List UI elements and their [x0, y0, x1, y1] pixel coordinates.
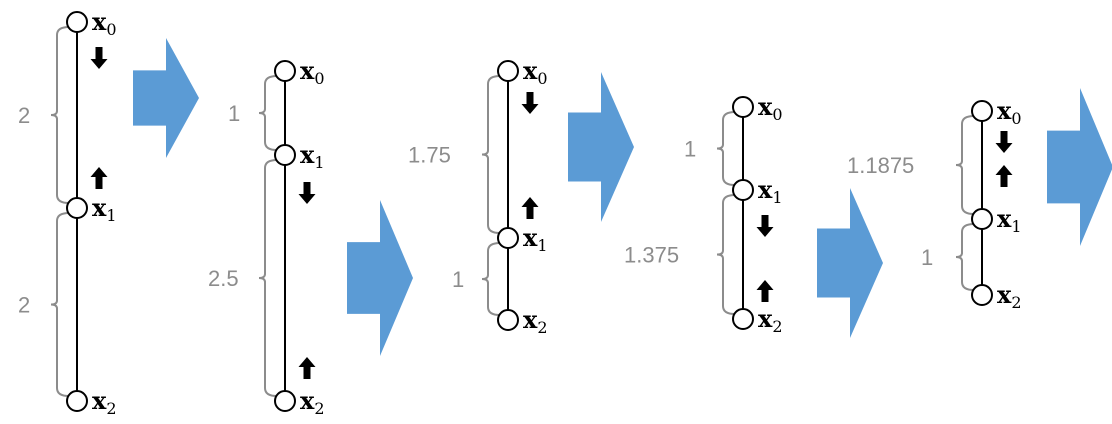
- circle-node-icon: [66, 390, 88, 412]
- node-label-base: x: [92, 193, 107, 222]
- up-arrow-icon: [298, 357, 316, 379]
- node-label-subscript: 0: [314, 69, 324, 88]
- gap-label: 2.5: [208, 266, 239, 291]
- gap-bracket: [258, 159, 278, 397]
- node-label-base: x: [523, 223, 538, 252]
- big-right-arrow-icon: [133, 38, 199, 158]
- node-label: x1: [997, 204, 1022, 236]
- gap-bracket: [50, 212, 70, 397]
- circle-node-icon: [66, 11, 88, 33]
- gap-label: 1: [921, 245, 933, 270]
- node-label-subscript: 1: [772, 188, 782, 207]
- node-label-base: x: [997, 280, 1012, 309]
- down-arrow-icon: [298, 182, 316, 204]
- node-label: x1: [92, 193, 117, 225]
- circle-node-icon: [497, 309, 519, 331]
- circle-node-icon: [274, 144, 296, 166]
- gap-label: 1.75: [408, 143, 451, 168]
- circle-node-icon: [971, 100, 993, 122]
- gap-label: 1.1875: [847, 153, 914, 178]
- gap-label: 1: [684, 137, 696, 162]
- node-label: x2: [92, 386, 117, 418]
- gap-bracket: [955, 223, 975, 291]
- gap-bracket: [258, 75, 278, 151]
- node-label: x1: [523, 223, 548, 255]
- big-right-arrow-icon: [1047, 88, 1112, 246]
- node-label: x1: [758, 175, 783, 207]
- up-arrow-icon: [995, 165, 1013, 187]
- node-label: x0: [92, 7, 117, 39]
- gap-label: 2: [18, 293, 30, 318]
- big-right-arrow-icon: [817, 188, 883, 338]
- circle-node-icon: [497, 60, 519, 82]
- node-label-subscript: 2: [537, 318, 547, 337]
- node-label-subscript: 2: [314, 399, 324, 418]
- gap-label: 1: [228, 101, 240, 126]
- up-arrow-icon: [90, 167, 108, 189]
- node-label-base: x: [997, 204, 1012, 233]
- gap-bracket: [481, 242, 501, 316]
- node-label-base: x: [758, 92, 773, 121]
- node-label-base: x: [997, 96, 1012, 125]
- node-label-subscript: 0: [106, 20, 116, 39]
- node-label-subscript: 2: [1011, 293, 1021, 312]
- node-label-base: x: [758, 175, 773, 204]
- node-label: x2: [997, 280, 1022, 312]
- node-label-base: x: [523, 305, 538, 334]
- node-label-subscript: 2: [106, 399, 116, 418]
- node-label-subscript: 0: [772, 105, 782, 124]
- node-label: x2: [758, 304, 783, 336]
- gap-bracket: [716, 111, 736, 186]
- gap-bracket: [955, 115, 975, 215]
- node-label-base: x: [758, 304, 773, 333]
- big-right-arrow-icon: [347, 200, 413, 356]
- node-label-base: x: [300, 140, 315, 169]
- circle-node-icon: [274, 60, 296, 82]
- node-label-base: x: [92, 386, 107, 415]
- node-label: x0: [997, 96, 1022, 128]
- circle-node-icon: [497, 227, 519, 249]
- node-label-subscript: 1: [1011, 217, 1021, 236]
- circle-node-icon: [66, 197, 88, 219]
- circle-node-icon: [732, 308, 754, 330]
- down-arrow-icon: [521, 92, 539, 114]
- node-label: x2: [523, 305, 548, 337]
- node-label: x1: [300, 140, 325, 172]
- node-label-base: x: [92, 7, 107, 36]
- gap-label: 1: [452, 267, 464, 292]
- gap-bracket: [481, 75, 501, 234]
- gap-label: 1.375: [624, 243, 679, 268]
- node-label-subscript: 1: [314, 153, 324, 172]
- gap-label: 2: [18, 103, 30, 128]
- up-arrow-icon: [756, 280, 774, 302]
- node-label: x2: [300, 386, 325, 418]
- node-label: x0: [523, 56, 548, 88]
- node-label-subscript: 2: [772, 317, 782, 336]
- circle-node-icon: [971, 284, 993, 306]
- node-label: x0: [758, 92, 783, 124]
- down-arrow-icon: [756, 215, 774, 237]
- up-arrow-icon: [521, 197, 539, 219]
- gap-bracket: [716, 194, 736, 315]
- circle-node-icon: [971, 208, 993, 230]
- gap-bracket: [50, 26, 70, 204]
- node-label-base: x: [300, 56, 315, 85]
- down-arrow-icon: [995, 131, 1013, 153]
- big-right-arrow-icon: [568, 72, 634, 222]
- node-label-subscript: 1: [537, 236, 547, 255]
- node-label-subscript: 1: [106, 206, 116, 225]
- node-label: x0: [300, 56, 325, 88]
- circle-node-icon: [732, 96, 754, 118]
- node-label-subscript: 0: [537, 69, 547, 88]
- down-arrow-icon: [90, 47, 108, 69]
- node-label-subscript: 0: [1011, 109, 1021, 128]
- circle-node-icon: [732, 179, 754, 201]
- node-label-base: x: [523, 56, 538, 85]
- node-label-base: x: [300, 386, 315, 415]
- circle-node-icon: [274, 390, 296, 412]
